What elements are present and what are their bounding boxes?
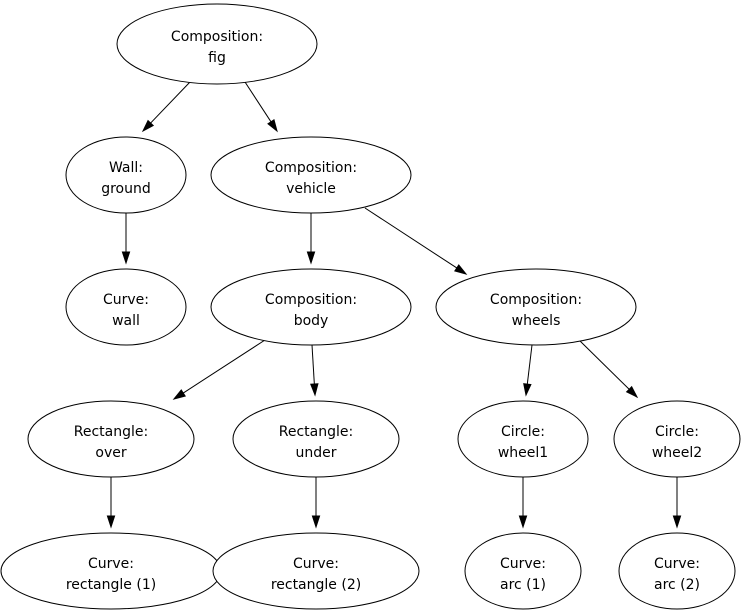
node-arc2[interactable]: Curve: arc (2) — [618, 532, 736, 610]
node-ground[interactable]: Wall: ground — [65, 136, 187, 214]
edge-arrowhead — [106, 515, 116, 529]
node-label-type-vehicle: Composition: — [265, 160, 357, 176]
node-label-name-wheel1: wheel1 — [498, 445, 548, 461]
edge-line — [150, 81, 191, 124]
node-ellipse-wall[interactable] — [65, 268, 187, 346]
edge-fig-to-ground — [141, 81, 191, 133]
node-ellipse-wheels[interactable] — [435, 268, 637, 346]
edge-arrowhead — [454, 264, 468, 275]
edge-body-to-under — [310, 344, 319, 397]
node-label-type-wheel1: Circle: — [501, 424, 545, 440]
node-label-name-wheels: wheels — [512, 313, 561, 329]
node-label-name-body: body — [294, 313, 329, 329]
node-label-name-vehicle: vehicle — [286, 181, 336, 197]
node-label-type-ground: Wall: — [109, 160, 143, 176]
node-label-type-body: Composition: — [265, 292, 357, 308]
node-label-type-rect2: Curve: — [293, 556, 339, 572]
edge-under-to-rect2 — [311, 477, 321, 529]
node-label-name-fig: fig — [208, 50, 226, 66]
edges-layer — [106, 81, 682, 529]
edge-arrowhead — [518, 515, 528, 529]
node-wheel1[interactable]: Circle: wheel1 — [457, 400, 589, 478]
edge-line — [577, 338, 630, 390]
node-label-type-wall: Curve: — [103, 292, 149, 308]
node-wall[interactable]: Curve: wall — [65, 268, 187, 346]
node-arc1[interactable]: Curve: arc (1) — [464, 532, 582, 610]
node-label-name-under: under — [295, 445, 336, 461]
edge-arrowhead — [310, 383, 319, 397]
edge-arrowhead — [121, 251, 131, 265]
node-label-type-under: Rectangle: — [279, 424, 353, 440]
node-ellipse-vehicle[interactable] — [210, 136, 412, 214]
edge-arrowhead — [672, 515, 682, 529]
node-label-name-wheel2: wheel2 — [652, 445, 702, 461]
node-ellipse-fig[interactable] — [116, 3, 318, 85]
node-label-name-rect2: rectangle (2) — [271, 577, 361, 593]
edge-wheel2-to-arc2 — [672, 477, 682, 529]
edge-wheel1-to-arc1 — [518, 477, 528, 529]
node-under[interactable]: Rectangle: under — [232, 400, 400, 478]
edge-arrowhead — [267, 119, 278, 133]
node-body[interactable]: Composition: body — [210, 268, 412, 346]
edge-line — [182, 339, 266, 394]
edge-ground-to-wall — [121, 213, 131, 265]
node-vehicle[interactable]: Composition: vehicle — [210, 136, 412, 214]
edge-line — [311, 344, 315, 385]
node-ellipse-rect2[interactable] — [212, 532, 420, 610]
edge-wheels-to-wheel2 — [577, 338, 639, 399]
node-label-type-wheel2: Circle: — [655, 424, 699, 440]
node-label-type-arc1: Curve: — [500, 556, 546, 572]
edge-line — [526, 344, 533, 385]
edge-fig-to-vehicle — [244, 81, 278, 133]
node-wheels[interactable]: Composition: wheels — [435, 268, 637, 346]
node-label-type-wheels: Composition: — [490, 292, 582, 308]
node-label-name-wall: wall — [112, 313, 140, 329]
edge-arrowhead — [141, 119, 155, 133]
node-rect2[interactable]: Curve: rectangle (2) — [212, 532, 420, 610]
edge-line — [244, 81, 272, 123]
node-ellipse-wheel1[interactable] — [457, 400, 589, 478]
node-label-name-over: over — [95, 445, 126, 461]
node-rect1[interactable]: Curve: rectangle (1) — [0, 532, 222, 610]
edge-over-to-rect1 — [106, 477, 116, 529]
node-label-name-arc1: arc (1) — [500, 577, 546, 593]
node-ellipse-under[interactable] — [232, 400, 400, 478]
node-label-name-rect1: rectangle (1) — [66, 577, 156, 593]
node-ellipse-wheel2[interactable] — [613, 400, 741, 478]
edge-line — [364, 207, 458, 269]
node-label-type-rect1: Curve: — [88, 556, 134, 572]
node-ellipse-body[interactable] — [210, 268, 412, 346]
edge-arrowhead — [523, 383, 532, 397]
node-ellipse-arc2[interactable] — [618, 532, 736, 610]
node-ellipse-over[interactable] — [27, 400, 195, 478]
node-ellipse-arc1[interactable] — [464, 532, 582, 610]
node-label-type-fig: Composition: — [171, 29, 263, 45]
edge-vehicle-to-body — [306, 213, 316, 265]
nodes-layer: Composition:figWall:groundComposition:ve… — [0, 3, 741, 610]
edge-arrowhead — [172, 389, 186, 400]
edge-arrowhead — [625, 385, 639, 399]
node-label-type-over: Rectangle: — [74, 424, 148, 440]
node-fig[interactable]: Composition: fig — [116, 3, 318, 85]
node-ellipse-ground[interactable] — [65, 136, 187, 214]
edge-arrowhead — [311, 515, 321, 529]
node-over[interactable]: Rectangle: over — [27, 400, 195, 478]
node-label-name-arc2: arc (2) — [654, 577, 700, 593]
edge-arrowhead — [306, 251, 316, 265]
node-label-name-ground: ground — [101, 181, 151, 197]
node-wheel2[interactable]: Circle: wheel2 — [613, 400, 741, 478]
edge-wheels-to-wheel1 — [523, 344, 533, 397]
edge-vehicle-to-wheels — [364, 207, 468, 275]
edge-body-to-over — [172, 339, 266, 400]
node-label-type-arc2: Curve: — [654, 556, 700, 572]
